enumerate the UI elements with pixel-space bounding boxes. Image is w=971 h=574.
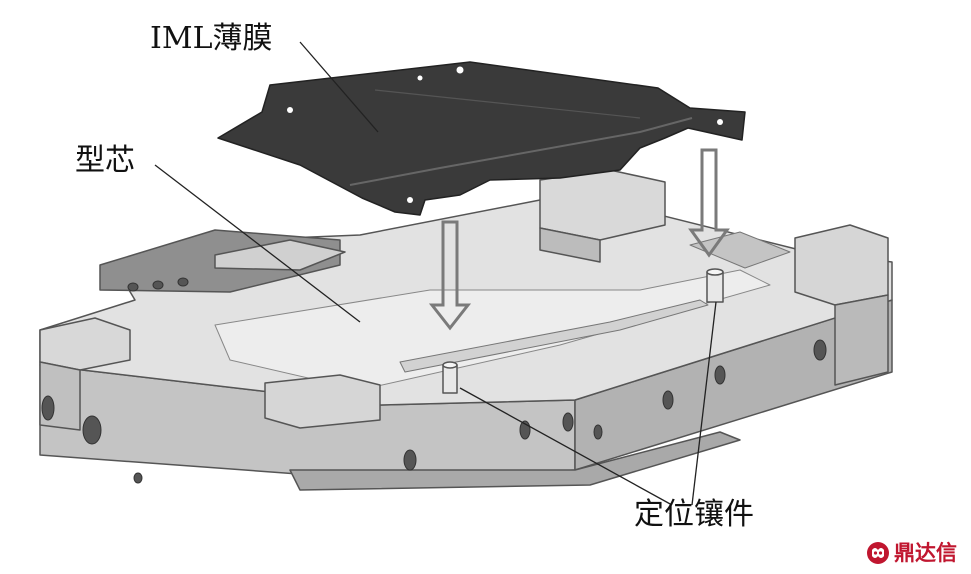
core-back-block-front xyxy=(539,227,601,263)
film-hole xyxy=(437,203,443,209)
core-right-block xyxy=(794,224,889,306)
label-core: 型芯 xyxy=(75,143,135,178)
label-locating-insert: 定位镶件 xyxy=(634,497,754,532)
core-hole xyxy=(127,282,139,292)
core-hole xyxy=(41,395,55,421)
leader-core xyxy=(154,164,361,323)
film-hole xyxy=(456,66,464,74)
down-arrow-icon xyxy=(428,220,472,331)
core-channel xyxy=(399,299,709,373)
iml-film xyxy=(217,61,746,216)
down-arrow-icon xyxy=(688,148,730,258)
locating-pin xyxy=(442,361,458,394)
leader-film xyxy=(299,41,379,133)
leader-insert-left xyxy=(459,387,673,506)
locating-pin xyxy=(706,268,724,303)
film-sheet xyxy=(217,61,746,216)
leader-lines xyxy=(154,41,717,506)
core-front-left-bump xyxy=(264,374,381,429)
core-hole xyxy=(133,472,143,484)
brand-logo-icon xyxy=(867,542,889,564)
core-hole xyxy=(813,339,827,361)
film-hole xyxy=(717,119,723,125)
core-hole xyxy=(403,449,417,471)
core-holes xyxy=(41,277,827,484)
core-hole xyxy=(662,390,674,410)
film-hole xyxy=(417,75,423,81)
core-hole xyxy=(82,415,102,445)
film-crease xyxy=(374,89,641,119)
core-hole xyxy=(714,365,726,385)
leader-insert-right xyxy=(691,301,717,506)
watermark: 鼎达信 xyxy=(866,540,957,566)
label-iml-film: IML薄膜 xyxy=(150,21,273,56)
mold-core xyxy=(39,169,893,491)
core-hole xyxy=(152,280,164,290)
watermark-text: 鼎达信 xyxy=(894,540,957,565)
core-bottom-ledge xyxy=(289,431,741,491)
core-hole xyxy=(177,277,189,287)
core-left-housing-top xyxy=(214,239,346,271)
core-hole xyxy=(562,412,574,432)
core-hole xyxy=(593,424,603,440)
core-plateau xyxy=(214,269,771,391)
core-right-block-front xyxy=(834,294,889,386)
core-back-block xyxy=(539,169,666,241)
film-holes xyxy=(287,66,723,209)
film-hole xyxy=(407,197,413,203)
film-hole xyxy=(287,107,293,113)
film-fold xyxy=(349,117,693,186)
